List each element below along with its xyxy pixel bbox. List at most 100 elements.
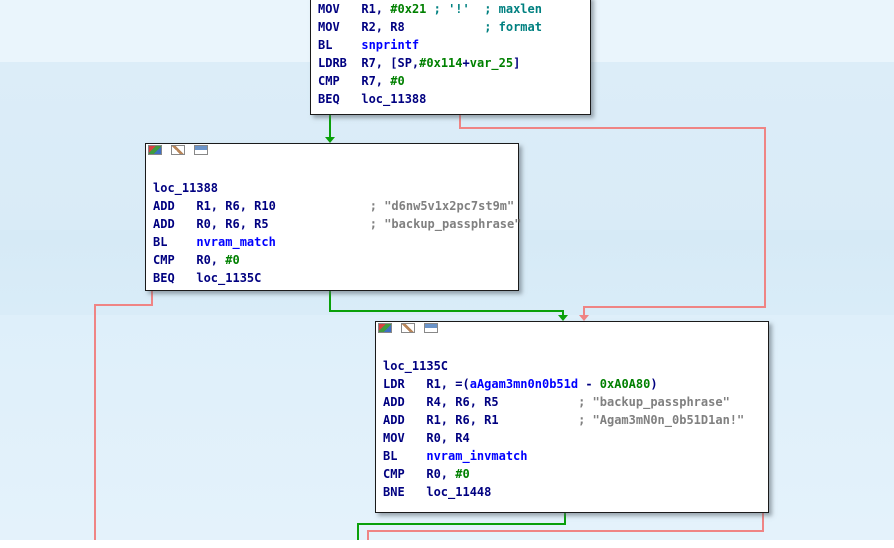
- token-string[interactable]: ; "Agam3mN0n_0b51D1an!": [578, 413, 745, 427]
- node-color-icon[interactable]: [378, 323, 392, 333]
- token-code[interactable]: ADD: [153, 199, 197, 213]
- token-code[interactable]: -: [578, 377, 600, 391]
- code-line[interactable]: CMP R0, #0: [153, 251, 514, 269]
- code-line[interactable]: MOV R0, R4: [383, 429, 764, 447]
- token-number[interactable]: #0x114: [419, 56, 463, 70]
- node-window-icon[interactable]: [194, 145, 209, 155]
- token-code[interactable]: ]: [513, 56, 521, 70]
- token-code[interactable]: loc_11388: [361, 92, 427, 106]
- token-code[interactable]: loc_1135C: [383, 359, 449, 373]
- token-comment[interactable]: ; format: [484, 20, 542, 34]
- code-line[interactable]: BL snprintf: [318, 36, 586, 54]
- edge-false-bot-seg: [762, 513, 764, 532]
- code-line[interactable]: ADD R1, R6, R10 ; "d6nw5v1x2pc7st9m": [153, 197, 514, 215]
- edge-false-entry-seg: [459, 127, 766, 129]
- code-line[interactable]: CMP R7, #0: [318, 72, 586, 90]
- token-number[interactable]: #0: [225, 253, 240, 267]
- token-number[interactable]: #0: [455, 467, 470, 481]
- edge-true-bot-seg: [564, 513, 566, 525]
- token-code[interactable]: R7, [SP,: [361, 56, 420, 70]
- code-line[interactable]: BNE loc_11448: [383, 483, 764, 501]
- token-code[interactable]: ADD: [383, 413, 427, 427]
- token-name[interactable]: aAgam3mn0n0b51d: [469, 377, 579, 391]
- token-code[interactable]: ADD: [383, 395, 427, 409]
- token-code[interactable]: BEQ: [153, 271, 197, 285]
- token-code[interactable]: R0,: [426, 467, 456, 481]
- token-string[interactable]: ; "backup_passphrase": [578, 395, 730, 409]
- token-code[interactable]: R4, R6, R5: [426, 395, 579, 409]
- edge-false-bot-seg: [367, 530, 764, 532]
- token-name[interactable]: snprintf: [361, 38, 420, 52]
- code-line[interactable]: LDR R1, =(aAgam3mn0n0b51d - 0xA0A80): [383, 375, 764, 393]
- token-string[interactable]: ; "d6nw5v1x2pc7st9m": [369, 199, 515, 213]
- code-line[interactable]: ADD R4, R6, R5 ; "backup_passphrase": [383, 393, 764, 411]
- edge-false-mid-seg: [151, 291, 153, 306]
- token-code[interactable]: CMP: [383, 467, 427, 481]
- token-code[interactable]: MOV: [318, 20, 362, 34]
- token-code[interactable]: BEQ: [318, 92, 362, 106]
- edge-true-mid-seg: [329, 291, 331, 312]
- token-code[interactable]: ): [650, 377, 658, 391]
- token-code[interactable]: R1, =(: [426, 377, 470, 391]
- code-line[interactable]: BEQ loc_1135C: [153, 269, 514, 287]
- code-line[interactable]: BL nvram_invmatch: [383, 447, 764, 465]
- token-code[interactable]: +: [462, 56, 470, 70]
- token-code[interactable]: BNE: [383, 485, 427, 499]
- code-line[interactable]: ADD R0, R6, R5 ; "backup_passphrase": [153, 215, 521, 233]
- code-line[interactable]: BEQ loc_11388: [318, 90, 586, 108]
- token-code[interactable]: R1,: [361, 2, 391, 16]
- code-line[interactable]: LDRB R7, [SP,#0x114+var_25]: [318, 54, 586, 72]
- bottom-strip: [0, 540, 894, 548]
- token-number[interactable]: #0x21: [390, 2, 427, 16]
- token-code[interactable]: BL: [153, 235, 197, 249]
- token-code[interactable]: MOV: [383, 431, 427, 445]
- token-code[interactable]: LDRB: [318, 56, 362, 70]
- code-listing: loc_1135C LDR R1, =(aAgam3mn0n0b51d - 0xA…: [376, 337, 768, 501]
- node-color-icon[interactable]: [148, 145, 162, 155]
- code-line[interactable]: CMP R0, #0: [383, 465, 764, 483]
- token-code[interactable]: R0, R4: [426, 431, 470, 445]
- code-line[interactable]: MOV R2, R8 ; format: [318, 18, 586, 36]
- node-edit-icon[interactable]: [171, 145, 186, 155]
- token-comment[interactable]: ; '!' ; maxlen: [426, 2, 542, 16]
- token-code[interactable]: R0, R6, R5: [196, 217, 370, 231]
- token-number[interactable]: var_25: [469, 56, 514, 70]
- token-number[interactable]: #0: [390, 74, 405, 88]
- token-name[interactable]: nvram_match: [196, 235, 276, 249]
- token-code[interactable]: R1, R6, R10: [196, 199, 370, 213]
- token-code[interactable]: loc_1135C: [196, 271, 262, 285]
- token-code[interactable]: R7,: [361, 74, 391, 88]
- token-code[interactable]: BL: [383, 449, 427, 463]
- token-code[interactable]: BL: [318, 38, 362, 52]
- token-string[interactable]: ; "backup_passphrase": [369, 217, 522, 231]
- token-name[interactable]: nvram_invmatch: [426, 449, 528, 463]
- token-code[interactable]: ADD: [153, 217, 197, 231]
- token-code[interactable]: MOV: [318, 2, 362, 16]
- token-code[interactable]: loc_11448: [426, 485, 492, 499]
- edge-false-arrow: [579, 315, 589, 321]
- code-line[interactable]: loc_1135C: [383, 357, 764, 375]
- node-edit-icon[interactable]: [401, 323, 416, 333]
- edge-false-bot-seg: [367, 530, 369, 542]
- token-code[interactable]: R1, R6, R1: [426, 413, 579, 427]
- token-code[interactable]: loc_11388: [153, 181, 219, 195]
- code-line[interactable]: BL nvram_match: [153, 233, 514, 251]
- node-title-bar: [146, 144, 518, 159]
- token-code[interactable]: LDR: [383, 377, 427, 391]
- token-code[interactable]: R2, R8: [361, 20, 485, 34]
- token-code[interactable]: R0,: [196, 253, 226, 267]
- code-line[interactable]: MOV R1, #0x21 ; '!' ; maxlen: [318, 0, 586, 18]
- code-line[interactable]: loc_11388: [153, 179, 514, 197]
- token-code[interactable]: CMP: [318, 74, 362, 88]
- code-line[interactable]: ADD R1, R6, R1 ; "Agam3mN0n_0b51D1an!": [383, 411, 764, 429]
- basic-block-loc_1135C[interactable]: loc_1135C LDR R1, =(aAgam3mn0n0b51d - 0xA…: [375, 321, 769, 513]
- edge-true-mid-seg: [329, 310, 564, 312]
- node-window-icon[interactable]: [424, 323, 439, 333]
- token-number[interactable]: 0xA0A80: [599, 377, 651, 391]
- token-code[interactable]: CMP: [153, 253, 197, 267]
